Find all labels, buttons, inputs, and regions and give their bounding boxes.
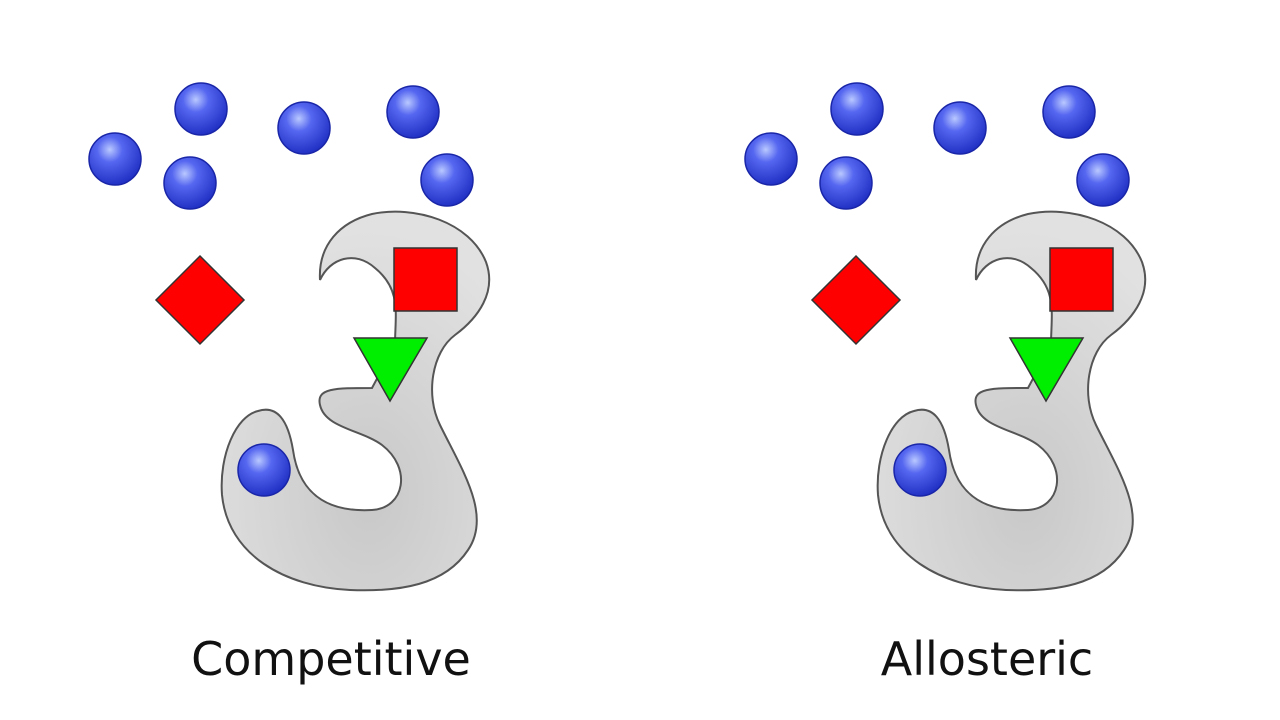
allosteric-label: Allosteric bbox=[881, 632, 1093, 686]
substrate-sphere-icon bbox=[830, 82, 884, 136]
substrate-sphere-icon bbox=[744, 132, 798, 186]
red-square-icon bbox=[1049, 247, 1114, 312]
free-substrates bbox=[88, 82, 474, 210]
bound-substrate-sphere-icon bbox=[237, 443, 291, 497]
competitive-panel: Competitive bbox=[88, 82, 491, 686]
red-diamond-icon bbox=[810, 254, 902, 346]
substrate-sphere-icon bbox=[174, 82, 228, 136]
substrate-sphere-icon bbox=[1076, 153, 1130, 207]
competitive-label: Competitive bbox=[191, 632, 471, 686]
green-triangle-icon bbox=[1008, 337, 1085, 403]
free-substrates bbox=[744, 82, 1130, 210]
substrate-sphere-icon bbox=[819, 156, 873, 210]
substrate-sphere-icon bbox=[933, 101, 987, 155]
green-triangle-icon bbox=[352, 337, 429, 403]
substrate-sphere-icon bbox=[88, 132, 142, 186]
substrate-sphere-icon bbox=[277, 101, 331, 155]
bound-substrate-sphere-icon bbox=[893, 443, 947, 497]
allosteric-panel: Allosteric bbox=[744, 82, 1147, 686]
substrate-sphere-icon bbox=[386, 85, 440, 139]
red-square-icon bbox=[393, 247, 458, 312]
substrate-sphere-icon bbox=[163, 156, 217, 210]
substrate-sphere-icon bbox=[1042, 85, 1096, 139]
red-diamond-icon bbox=[154, 254, 246, 346]
substrate-sphere-icon bbox=[420, 153, 474, 207]
